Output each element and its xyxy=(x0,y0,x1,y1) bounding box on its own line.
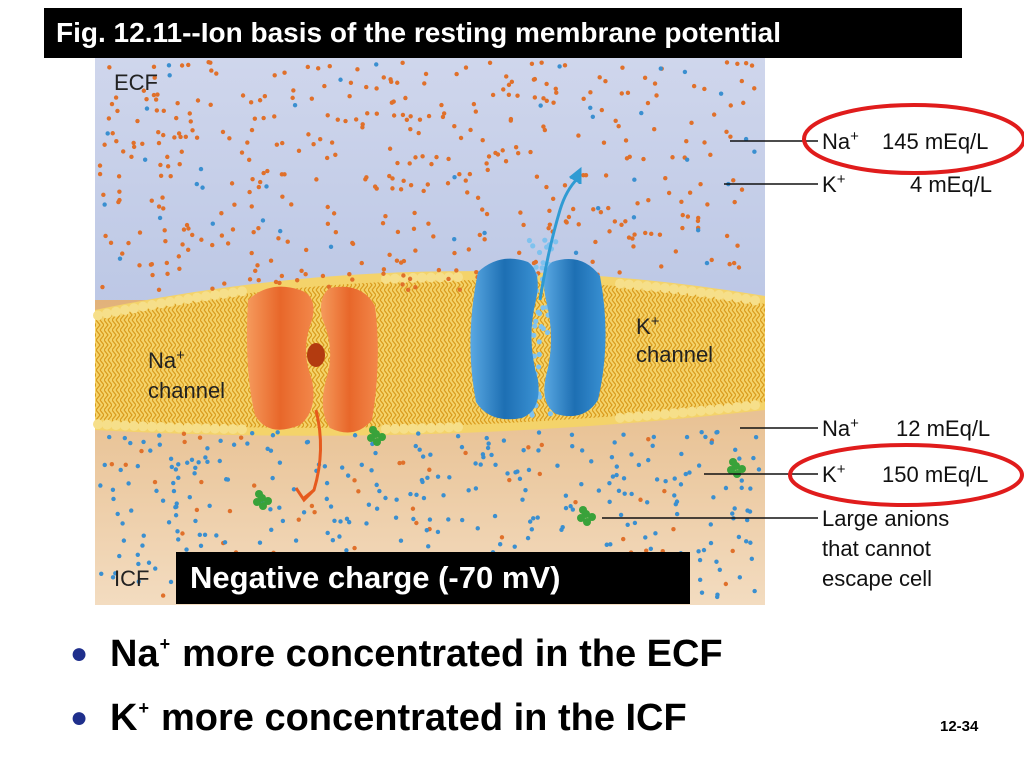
ecf-na-concentration: Na+ 145 mEq/L xyxy=(822,121,988,154)
bullet-ion: K+ xyxy=(110,696,149,739)
potassium-channel xyxy=(470,166,606,420)
slide-number: 12-34 xyxy=(940,718,979,735)
membrane-figure: ECF ICF Na+ channel K+ channel Na+ 145 m… xyxy=(93,58,1024,605)
na-channel-label: Na+ channel xyxy=(148,340,225,403)
bullet-item: ● K+ more concentrated in the ICF xyxy=(70,686,723,750)
negative-charge-callout: Negative charge (-70 mV) xyxy=(176,552,690,604)
bullet-ion: Na+ xyxy=(110,632,171,675)
icf-label: ICF xyxy=(114,566,149,591)
anions-label: Large anions that cannot escape cell xyxy=(822,506,955,591)
highlight-circle-ecf-na xyxy=(802,103,1024,175)
icf-na-concentration: Na+ 12 mEq/L xyxy=(822,408,990,441)
sodium-ions xyxy=(97,60,757,603)
bullet-dot-icon: ● xyxy=(70,701,89,734)
bullet-dot-icon: ● xyxy=(70,637,89,670)
slide-title: Fig. 12.11--Ion basis of the resting mem… xyxy=(44,8,962,58)
ecf-label: ECF xyxy=(114,70,158,95)
bullet-text: more concentrated in the ICF xyxy=(160,696,687,739)
bullet-text: more concentrated in the ECF xyxy=(182,632,723,675)
leader-lines xyxy=(602,140,818,519)
bullet-item: ● Na+ more concentrated in the ECF xyxy=(70,622,723,686)
ecf-k-concentration: K+ 4 mEq/L xyxy=(822,164,992,197)
k-channel-label: K+ channel xyxy=(636,306,713,367)
bullet-list: ● Na+ more concentrated in the ECF ● K+ … xyxy=(70,622,723,750)
sodium-channel xyxy=(246,286,378,503)
icf-k-concentration: K+ 150 mEq/L xyxy=(822,454,988,487)
large-anions xyxy=(253,426,746,526)
highlight-circle-icf-k xyxy=(788,443,1024,507)
